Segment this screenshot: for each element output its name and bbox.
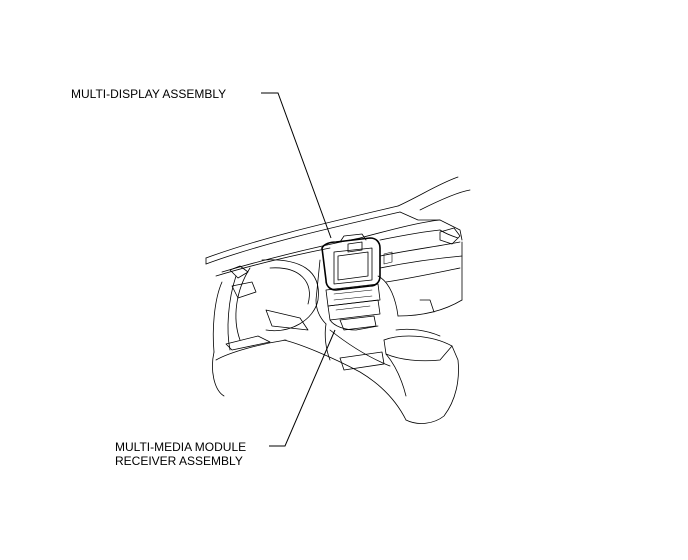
center-stack [315,233,399,361]
label-multi-media-line2: RECEIVER ASSEMBLY [115,454,243,468]
windshield-outline [205,176,471,265]
label-multi-media-module-receiver-assembly: MULTI-MEDIA MODULE RECEIVER ASSEMBLY [115,440,246,468]
lower-console [283,328,459,424]
leader-multi-media [269,329,336,447]
steering-area [212,259,319,397]
dashboard-top [215,211,463,277]
label-multi-media-line1: MULTI-MEDIA MODULE [115,440,247,454]
label-multi-display-assembly: MULTI-DISPLAY ASSEMBLY [71,87,227,101]
leader-multi-display [261,92,332,239]
right-dashboard [379,241,463,317]
